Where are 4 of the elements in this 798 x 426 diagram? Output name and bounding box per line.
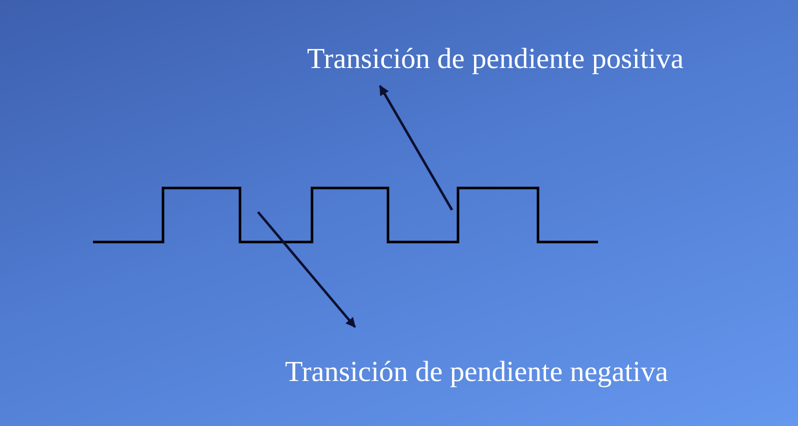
annotation-text: Transición de pendiente positiva: [307, 43, 684, 75]
arrow: [257, 211, 356, 328]
arrow: [378, 85, 454, 211]
annotation-text: Transición de pendiente negativa: [285, 356, 668, 388]
